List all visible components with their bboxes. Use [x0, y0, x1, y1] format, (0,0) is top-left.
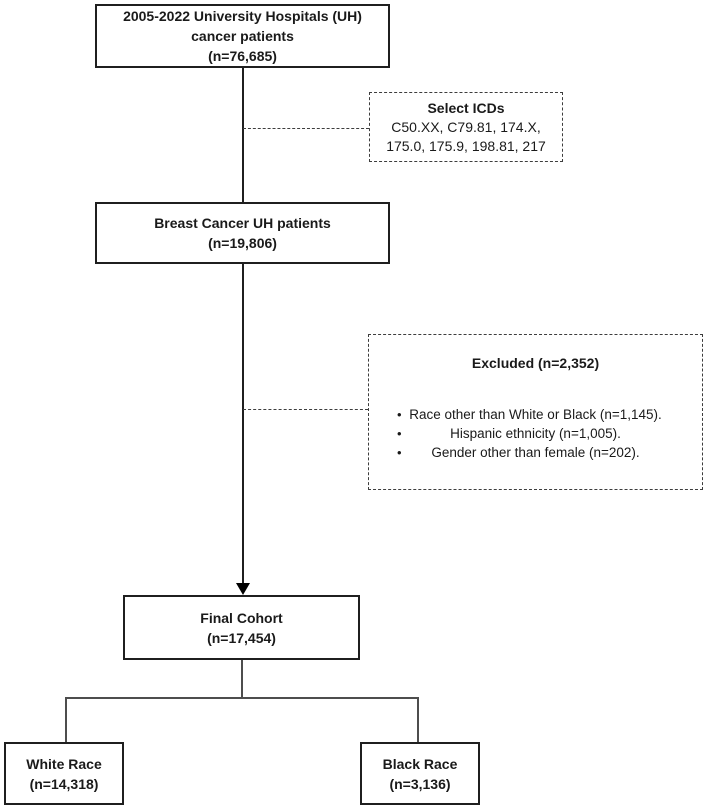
dashed-connector-excluded [243, 409, 368, 410]
excluded-item: • Gender other than female (n=202). [369, 443, 702, 462]
node-cancer-patients: 2005-2022 University Hospitals (UH) canc… [95, 4, 390, 68]
node-white-race-line2: (n=14,318) [29, 775, 99, 792]
node-black-race-line2: (n=3,136) [389, 775, 451, 792]
node-select-icds-line1: C50.XX, C79.81, 174.X, [391, 118, 541, 135]
node-select-icds-line2: 175.0, 175.9, 198.81, 217 [386, 137, 546, 154]
node-select-icds-title: Select ICDs [427, 99, 505, 116]
node-cancer-patients-line2: cancer patients [191, 28, 294, 44]
excluded-item: • Hispanic ethnicity (n=1,005). [369, 424, 702, 443]
connector-cancer-to-breast [242, 68, 244, 202]
excluded-item-text: Hispanic ethnicity (n=1,005). [450, 426, 621, 441]
node-final-cohort-line1: Final Cohort [200, 609, 283, 626]
bullet-icon: • [397, 426, 402, 441]
node-black-race: Black Race (n=3,136) [360, 742, 480, 805]
arrowhead-down-icon [236, 583, 250, 595]
node-final-cohort: Final Cohort (n=17,454) [123, 595, 360, 660]
node-black-race-line1: Black Race [382, 755, 458, 772]
bullet-icon: • [397, 445, 402, 460]
connector-final-stub [241, 660, 243, 698]
bullet-icon: • [397, 407, 402, 422]
excluded-item-text: Gender other than female (n=202). [431, 445, 640, 460]
node-breast-cancer: Breast Cancer UH patients (n=19,806) [95, 202, 390, 264]
connector-branch-horizontal [65, 697, 419, 699]
node-cancer-patients-line3: (n=76,685) [208, 48, 277, 64]
connector-branch-black [417, 697, 419, 742]
node-white-race-line1: White Race [26, 755, 102, 772]
node-breast-cancer-line1: Breast Cancer UH patients [154, 215, 331, 231]
excluded-list: • Race other than White or Black (n=1,14… [369, 405, 702, 462]
node-excluded: Excluded (n=2,352) • Race other than Whi… [368, 334, 703, 490]
node-white-race: White Race (n=14,318) [4, 742, 124, 805]
node-breast-cancer-line2: (n=19,806) [208, 235, 277, 251]
excluded-item: • Race other than White or Black (n=1,14… [369, 405, 702, 424]
node-final-cohort-line2: (n=17,454) [207, 629, 276, 646]
excluded-item-text: Race other than White or Black (n=1,145)… [409, 407, 662, 422]
node-excluded-title: Excluded (n=2,352) [471, 355, 600, 371]
node-cancer-patients-line1: 2005-2022 University Hospitals (UH) [123, 8, 362, 24]
connector-breast-to-final [242, 264, 244, 584]
connector-branch-white [65, 697, 67, 742]
node-select-icds: Select ICDs C50.XX, C79.81, 174.X, 175.0… [369, 92, 563, 162]
dashed-connector-select-icds [243, 128, 369, 129]
